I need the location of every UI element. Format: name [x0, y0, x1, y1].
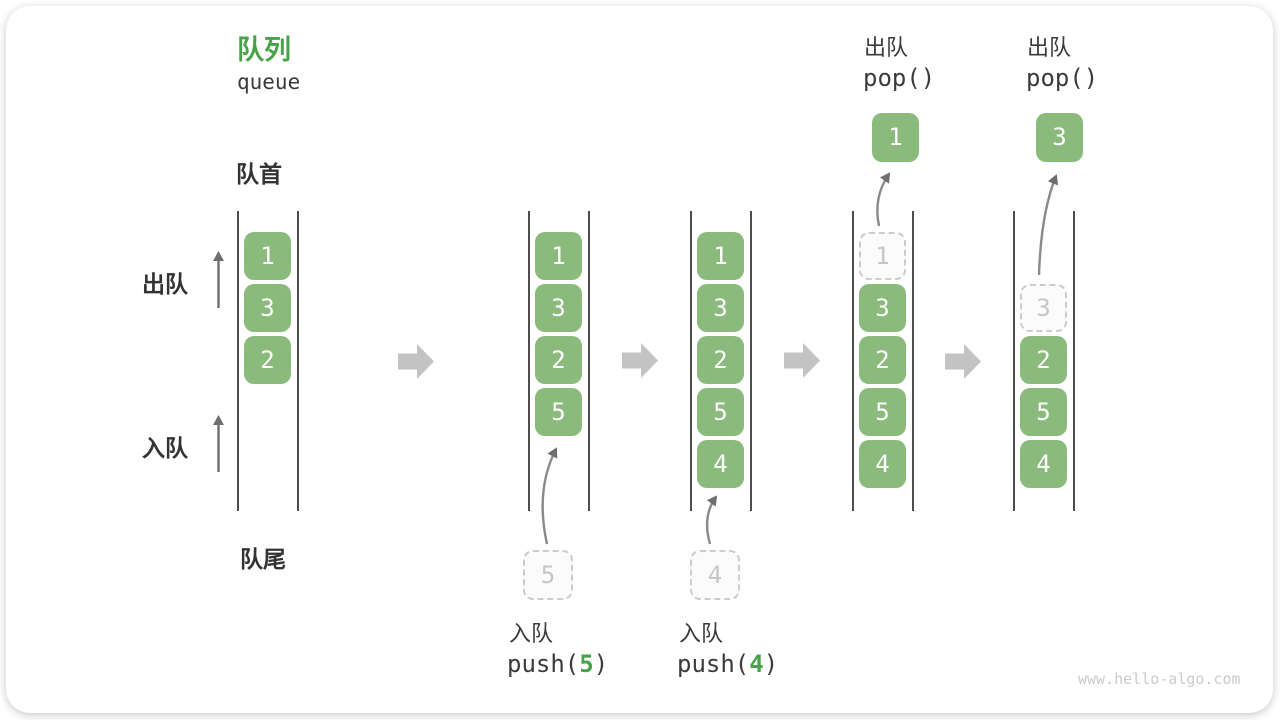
dequeue-op-label: 出队	[864, 35, 909, 60]
code-arg: 4	[749, 650, 764, 678]
queue-item: 1	[535, 232, 582, 280]
queue-state-2: 1 3 2 5	[528, 211, 590, 511]
incoming-item-dashed: 4	[690, 550, 740, 600]
diagram-subtitle: queue	[237, 70, 301, 94]
diagram-card	[6, 6, 1273, 713]
queue-wall-left	[1013, 211, 1015, 511]
queue-item: 3	[535, 284, 582, 332]
queue-item: 5	[859, 388, 906, 436]
queue-wall-left	[528, 211, 530, 511]
dequeue-op-code: pop()	[1026, 64, 1099, 92]
enqueue-op-label: 入队	[679, 621, 724, 646]
queue-state-5: 3 2 5 4	[1013, 211, 1075, 511]
queue-item: 2	[859, 336, 906, 384]
queue-item: 2	[244, 336, 291, 384]
queue-item: 3	[244, 284, 291, 332]
queue-rear-label: 队尾	[240, 546, 286, 572]
code-suffix: )	[593, 650, 609, 678]
code-suffix: )	[763, 650, 779, 678]
queue-front-label: 队首	[236, 161, 282, 187]
watermark: www.hello-algo.com	[1078, 670, 1241, 688]
queue-wall-left	[852, 211, 854, 511]
dequeue-op-code: pop()	[863, 64, 936, 92]
queue-wall-right	[750, 211, 752, 511]
queue-wall-right	[1073, 211, 1075, 511]
queue-state-4: 1 3 2 5 4	[852, 211, 914, 511]
queue-item: 5	[1020, 388, 1067, 436]
popped-item: 1	[872, 113, 919, 162]
enqueue-op-code: push(4)	[677, 650, 778, 678]
dequeue-op-label: 出队	[1027, 35, 1072, 60]
code-arg: 5	[579, 650, 594, 678]
queue-item: 4	[859, 440, 906, 488]
queue-item: 5	[697, 388, 744, 436]
removed-item-dashed: 1	[859, 232, 906, 280]
queue-item: 1	[244, 232, 291, 280]
queue-item: 4	[697, 440, 744, 488]
removed-item-dashed: 3	[1020, 284, 1067, 332]
queue-item: 5	[535, 388, 582, 436]
queue-wall-right	[912, 211, 914, 511]
dequeue-side-label: 出队	[142, 271, 188, 297]
queue-item: 3	[697, 284, 744, 332]
queue-item: 2	[697, 336, 744, 384]
queue-item: 2	[535, 336, 582, 384]
queue-item: 4	[1020, 440, 1067, 488]
queue-item: 1	[697, 232, 744, 280]
incoming-item-dashed: 5	[523, 550, 573, 600]
queue-wall-left	[237, 211, 239, 511]
enqueue-op-label: 入队	[509, 621, 554, 646]
enqueue-op-code: push(5)	[507, 650, 608, 678]
queue-item: 3	[859, 284, 906, 332]
code-prefix: push(	[507, 650, 580, 678]
queue-wall-right	[297, 211, 299, 511]
queue-wall-right	[588, 211, 590, 511]
queue-state-1: 1 3 2	[237, 211, 299, 511]
popped-item: 3	[1036, 113, 1083, 162]
diagram-title: 队列	[237, 35, 291, 65]
code-prefix: push(	[677, 650, 750, 678]
queue-wall-left	[690, 211, 692, 511]
enqueue-side-label: 入队	[142, 435, 188, 461]
queue-item: 2	[1020, 336, 1067, 384]
queue-state-3: 1 3 2 5 4	[690, 211, 752, 511]
